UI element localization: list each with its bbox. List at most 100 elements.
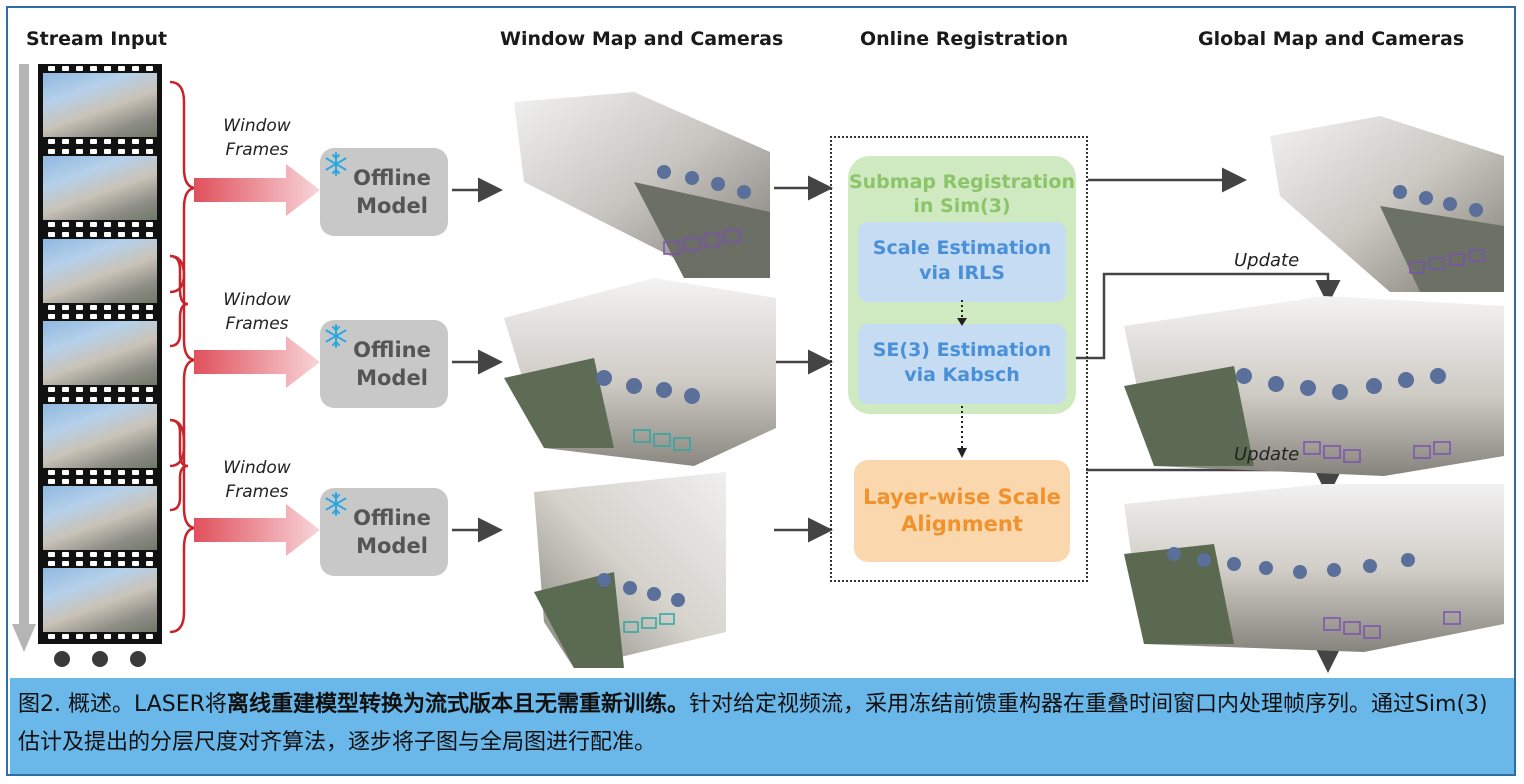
- sprocket-hole: [76, 222, 83, 227]
- input-arrow: [194, 504, 320, 556]
- sprocket-hole: [48, 305, 55, 310]
- sprocket-hole: [48, 314, 55, 319]
- sprocket-hole: [90, 314, 97, 319]
- snowflake-icon: [325, 324, 347, 348]
- online-registration-panel: [830, 136, 1088, 582]
- more-frames-dots: [54, 651, 146, 667]
- sprocket-hole: [118, 305, 125, 310]
- sprocket-hole: [48, 552, 55, 557]
- sprocket-hole: [118, 561, 125, 566]
- sprocket-hole: [118, 139, 125, 144]
- caption-text: 图2. 概述。LASER将离线重建模型转换为流式版本且无需重新训练。针对给定视频…: [18, 692, 1488, 755]
- global-map-scene: [1270, 116, 1504, 292]
- sprocket-hole: [104, 149, 111, 154]
- window-map-scene: [534, 472, 726, 668]
- sprocket-hole: [76, 232, 83, 237]
- internal-flow-arrows: [957, 300, 967, 458]
- sprocket-hole: [118, 314, 125, 319]
- sprocket-hole: [62, 397, 69, 402]
- sprocket-hole: [62, 305, 69, 310]
- sprocket-hole: [48, 470, 55, 475]
- video-frame: [43, 156, 157, 220]
- sprocket-hole: [132, 314, 139, 319]
- sprocket-hole: [48, 66, 55, 71]
- filmstrip: [38, 64, 162, 644]
- sprocket-hole: [90, 479, 97, 484]
- sprocket-hole: [76, 397, 83, 402]
- sprocket-hole: [132, 479, 139, 484]
- sprocket-hole: [76, 149, 83, 154]
- sprocket-hole: [48, 149, 55, 154]
- sprocket-hole: [90, 139, 97, 144]
- sprocket-hole: [146, 66, 153, 71]
- video-frame: [43, 321, 157, 385]
- sprocket-hole: [62, 634, 69, 639]
- global-map-scene: [1124, 484, 1504, 652]
- sprocket-hole: [76, 561, 83, 566]
- sprocket-hole: [118, 222, 125, 227]
- sprocket-hole: [90, 232, 97, 237]
- figure-frame: Stream Input Window Map and Cameras Onli…: [6, 6, 1516, 776]
- sprocket-hole: [104, 232, 111, 237]
- snowflake-icon: [325, 152, 347, 176]
- sprocket-hole: [118, 397, 125, 402]
- sprocket-hole: [146, 634, 153, 639]
- sprocket-hole: [90, 561, 97, 566]
- sprocket-hole: [146, 470, 153, 475]
- video-frame: [43, 404, 157, 468]
- sprocket-hole: [118, 634, 125, 639]
- sprocket-hole: [104, 314, 111, 319]
- video-frame: [43, 73, 157, 137]
- sprocket-hole: [132, 222, 139, 227]
- video-frame: [43, 486, 157, 550]
- sprocket-hole: [146, 314, 153, 319]
- sprocket-hole: [132, 561, 139, 566]
- sprocket-hole: [62, 314, 69, 319]
- sprocket-hole: [76, 66, 83, 71]
- sprocket-hole: [48, 387, 55, 392]
- sprocket-hole: [76, 387, 83, 392]
- sprocket-hole: [146, 149, 153, 154]
- sprocket-hole: [90, 397, 97, 402]
- sprocket-hole: [90, 149, 97, 154]
- sprocket-hole: [104, 397, 111, 402]
- sprocket-hole: [90, 222, 97, 227]
- sprocket-hole: [104, 66, 111, 71]
- header-online-registration: Online Registration: [860, 28, 1069, 50]
- sprocket-hole: [146, 479, 153, 484]
- sprocket-hole: [76, 305, 83, 310]
- sprocket-hole: [132, 387, 139, 392]
- sprocket-hole: [118, 479, 125, 484]
- sprocket-hole: [104, 634, 111, 639]
- sprocket-hole: [90, 387, 97, 392]
- sprocket-hole: [118, 470, 125, 475]
- sprocket-hole: [62, 470, 69, 475]
- sprocket-hole: [146, 397, 153, 402]
- sprocket-hole: [90, 305, 97, 310]
- input-arrow: [194, 164, 320, 216]
- sprocket-hole: [90, 552, 97, 557]
- window-map-scene: [504, 278, 776, 466]
- sprocket-hole: [146, 387, 153, 392]
- video-frame: [43, 568, 157, 632]
- sprocket-hole: [118, 387, 125, 392]
- window-map-scene: [514, 92, 770, 278]
- sprocket-hole: [62, 232, 69, 237]
- sprocket-hole: [48, 222, 55, 227]
- sprocket-hole: [62, 479, 69, 484]
- sprocket-hole: [62, 561, 69, 566]
- update-label: Update: [1234, 444, 1300, 465]
- sprocket-hole: [132, 397, 139, 402]
- sprocket-hole: [76, 552, 83, 557]
- sprocket-hole: [104, 305, 111, 310]
- sprocket-hole: [62, 222, 69, 227]
- sprocket-hole: [146, 139, 153, 144]
- sprocket-hole: [118, 66, 125, 71]
- sprocket-hole: [90, 66, 97, 71]
